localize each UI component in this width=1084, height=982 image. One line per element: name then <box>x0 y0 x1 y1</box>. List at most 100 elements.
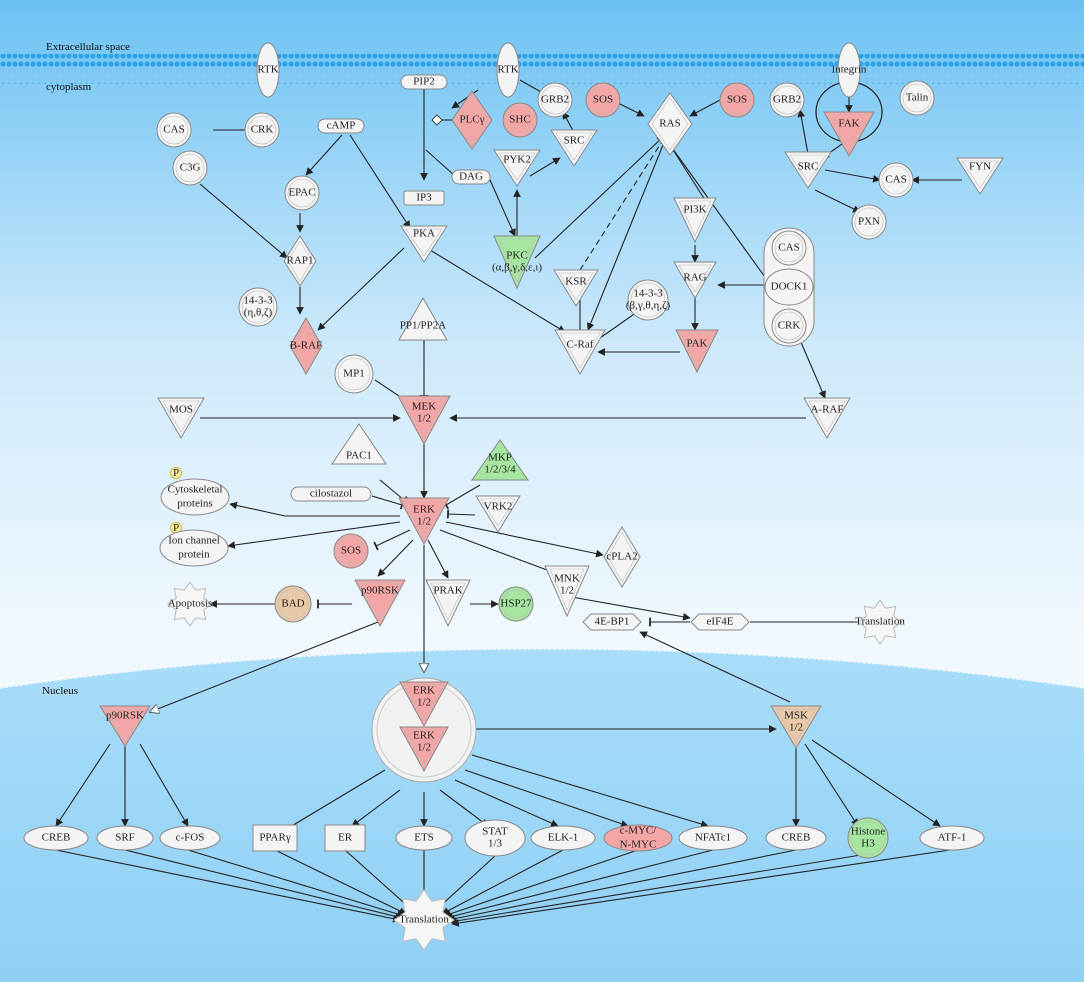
pip2[interactable] <box>400 74 448 90</box>
pyk2[interactable] <box>493 149 541 187</box>
src-1-label: SRC <box>564 135 585 147</box>
cas-1[interactable] <box>156 112 192 148</box>
cas-3[interactable] <box>771 230 807 266</box>
mos-inner <box>162 400 200 433</box>
translation-2[interactable] <box>393 889 455 951</box>
vrk2[interactable] <box>475 495 521 533</box>
dock1[interactable] <box>764 268 814 306</box>
braf[interactable] <box>289 316 323 376</box>
translation-1[interactable] <box>857 599 903 645</box>
atf-1[interactable] <box>919 825 985 851</box>
mnk[interactable] <box>544 565 590 618</box>
grb2-a[interactable] <box>537 82 573 118</box>
grb2-b-inner-ring <box>772 85 802 115</box>
fyn[interactable] <box>956 157 1004 195</box>
pak[interactable] <box>675 329 719 374</box>
cas-2[interactable] <box>878 162 914 198</box>
nfatc1[interactable] <box>678 825 748 851</box>
er[interactable] <box>324 824 366 852</box>
araf[interactable] <box>803 397 851 440</box>
mos[interactable] <box>157 397 205 440</box>
eif4e[interactable] <box>690 613 750 631</box>
erk[interactable] <box>398 497 450 546</box>
craf[interactable] <box>554 329 606 376</box>
pparg[interactable] <box>252 824 298 852</box>
c3g[interactable] <box>172 150 208 186</box>
cpla2[interactable] <box>603 526 641 588</box>
hsp27[interactable] <box>498 586 534 622</box>
rtk-1[interactable] <box>256 42 280 98</box>
cytoskeletal-proteins[interactable] <box>160 478 230 516</box>
cas-1-inner-ring <box>159 115 189 145</box>
pxn[interactable] <box>851 204 887 240</box>
creb-1-label: CREB <box>42 832 71 844</box>
rtk-2[interactable] <box>496 42 520 98</box>
pi3k[interactable] <box>673 197 717 244</box>
pp1[interactable] <box>398 296 448 341</box>
ksr[interactable] <box>553 269 599 307</box>
cilostazol[interactable] <box>290 486 372 502</box>
mek[interactable] <box>397 395 451 446</box>
fourteen-3-3-a[interactable] <box>238 287 278 327</box>
histone-h3[interactable] <box>847 817 889 859</box>
edge-creb2-trans <box>447 849 797 923</box>
src-2-label: SRC <box>798 161 819 173</box>
plcg[interactable] <box>451 90 493 150</box>
dag[interactable] <box>451 169 491 185</box>
p90rsk-a[interactable] <box>354 579 406 628</box>
pp1-label: PP1/PP2A <box>400 320 447 332</box>
rap1[interactable] <box>283 235 317 287</box>
msk[interactable] <box>770 705 822 749</box>
erk-nuclear-2[interactable] <box>399 726 449 773</box>
fak[interactable] <box>823 111 875 158</box>
four-e-bp1[interactable] <box>582 613 642 631</box>
edge-pka-craf <box>429 249 566 333</box>
erk-nuclear-1[interactable] <box>399 681 449 728</box>
histone-h3-inner-ring <box>850 820 886 856</box>
src-1[interactable] <box>550 129 598 167</box>
edge-camp-epac <box>305 134 343 176</box>
pkc[interactable] <box>493 235 541 290</box>
sos-1[interactable] <box>585 82 621 118</box>
apoptosis[interactable] <box>167 581 213 627</box>
elk-1[interactable] <box>530 825 596 851</box>
mkp[interactable] <box>471 439 529 481</box>
ras[interactable] <box>647 92 693 156</box>
edge-srf-trans <box>124 849 403 921</box>
stat[interactable] <box>464 819 526 857</box>
epac[interactable] <box>284 175 320 211</box>
src-2[interactable] <box>784 151 832 189</box>
c-myc[interactable] <box>603 824 673 852</box>
creb-2[interactable] <box>765 825 827 851</box>
dock1-label: DOCK1 <box>771 281 808 293</box>
sos-3[interactable] <box>333 533 369 569</box>
fourteen-3-3-b[interactable] <box>627 279 669 321</box>
mp1[interactable] <box>334 354 374 394</box>
integrin[interactable] <box>837 42 861 98</box>
talin[interactable] <box>899 80 935 116</box>
ion-channel-protein[interactable] <box>159 529 229 567</box>
pka[interactable] <box>400 225 448 263</box>
creb-2-label: CREB <box>782 832 811 844</box>
rag[interactable] <box>673 261 717 299</box>
edge-ras-pi3k <box>669 144 706 201</box>
crk-2[interactable] <box>771 308 807 344</box>
crk-1[interactable] <box>244 112 280 148</box>
nfatc1-label: NFATc1 <box>695 832 731 844</box>
creb-1[interactable] <box>23 825 89 851</box>
p90rsk-b[interactable] <box>99 705 151 747</box>
histone-h3-label-1: Histone <box>851 826 885 838</box>
srf[interactable] <box>96 825 154 851</box>
edge-p90-creb <box>55 743 111 827</box>
ip3[interactable] <box>403 190 445 206</box>
grb2-b[interactable] <box>769 82 805 118</box>
bad[interactable] <box>274 585 312 623</box>
c-fos[interactable] <box>159 825 221 851</box>
prak[interactable] <box>425 579 471 628</box>
camp[interactable] <box>317 118 365 134</box>
pac1[interactable] <box>331 423 387 465</box>
sos-2[interactable] <box>719 82 755 118</box>
ets[interactable] <box>395 825 453 851</box>
shc[interactable] <box>502 102 538 138</box>
edge-cfos-trans <box>187 849 405 918</box>
